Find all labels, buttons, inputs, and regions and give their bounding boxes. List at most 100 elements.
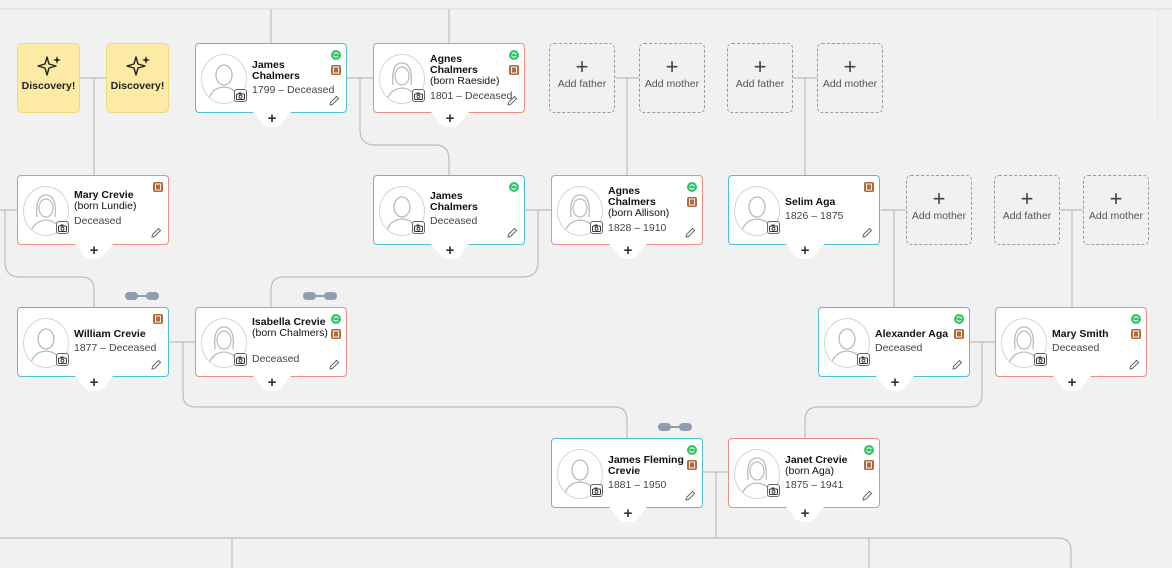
add-relative-button[interactable]: + [1053,374,1091,392]
camera-icon[interactable] [590,221,603,234]
camera-icon[interactable] [767,221,780,234]
person-card-mary-crevie[interactable]: Mary Crevie(born Lundie) Deceased + [17,175,169,259]
camera-icon[interactable] [857,353,870,366]
add-relative-button[interactable]: + [253,374,291,392]
pencil-icon[interactable] [861,490,873,502]
plus-icon: + [1067,374,1077,391]
add-relative-button[interactable]: + [609,505,647,523]
source-hint-icon[interactable] [687,197,697,207]
pencil-icon[interactable] [150,359,162,371]
source-hint-icon[interactable] [509,65,519,75]
add-relative-button[interactable]: + [75,242,113,260]
person-card-agnes-chalmers-1828[interactable]: Agnes Chalmers(born Allison) 1828 – 1910… [551,175,703,259]
source-hint-icon[interactable] [687,460,697,470]
record-hint-icon[interactable] [687,445,697,455]
camera-icon[interactable] [234,353,247,366]
add-relative-button[interactable]: + [786,506,824,523]
pencil-icon[interactable] [506,95,518,107]
person-name: Mary Crevie(born Lundie) [74,189,137,212]
person-name: Mary Smith [1052,328,1109,340]
person-card-james-chalmers-1799[interactable]: James Chalmers 1799 – Deceased + [195,43,347,127]
pencil-icon[interactable] [328,95,340,107]
camera-icon[interactable] [234,89,247,102]
plus-icon: + [445,110,455,127]
source-hint-icon[interactable] [864,460,874,470]
plus-icon: + [267,374,277,391]
source-hint-icon[interactable] [954,329,964,339]
pencil-icon[interactable] [951,359,963,371]
camera-icon[interactable] [412,221,425,234]
record-hint-icon[interactable] [331,50,341,60]
pencil-icon[interactable] [150,227,162,239]
source-hint-icon[interactable] [864,182,874,192]
person-card-janet-crevie[interactable]: Janet Crevie(born Aga) 1875 – 1941 + [728,438,880,522]
source-hint-icon[interactable] [331,329,341,339]
discovery-card[interactable]: Discovery! [17,43,80,113]
person-card-selim-aga[interactable]: Selim Aga 1826 – 1875 + [728,175,880,259]
record-hint-icon[interactable] [864,445,874,455]
camera-icon[interactable] [767,484,780,497]
plus-icon: + [1109,186,1123,211]
person-card-james-fleming-crevie[interactable]: James Fleming Crevie 1881 – 1950 + [551,438,703,522]
pencil-icon[interactable] [1128,359,1140,371]
plus-icon: + [267,110,277,127]
person-card-james-chalmers[interactable]: James Chalmers Deceased + [373,175,525,259]
camera-icon[interactable] [590,484,603,497]
source-hint-icon[interactable] [153,182,163,192]
plus-icon: + [89,242,99,259]
source-hint-icon[interactable] [1131,329,1141,339]
camera-icon[interactable] [1034,353,1047,366]
link-icon [658,423,692,431]
record-hint-icon[interactable] [509,182,519,192]
person-dates: 1826 – 1875 [785,210,844,222]
person-card-agnes-chalmers-1801[interactable]: Agnes Chalmers(born Raeside) 1801 – Dece… [373,43,525,127]
person-card-isabella-crevie[interactable]: Isabella Crevie(born Chalmers) Deceased … [195,307,347,391]
add-father-button[interactable]: + Add father [727,43,793,113]
pencil-icon[interactable] [684,490,696,502]
add-relative-button[interactable]: + [253,110,291,128]
record-hint-icon[interactable] [1131,314,1141,324]
pencil-icon[interactable] [684,227,696,239]
add-mother-label: Add mother [644,78,700,90]
person-name: Alexander Aga [875,328,949,340]
plus-icon: + [890,374,900,391]
add-relative-button[interactable]: + [609,242,647,260]
add-mother-button[interactable]: + Add mother [906,175,972,245]
add-mother-label: Add mother [1088,210,1144,222]
link-icon [303,292,337,300]
camera-icon[interactable] [56,353,69,366]
pencil-icon[interactable] [328,359,340,371]
record-hint-icon[interactable] [331,314,341,324]
person-name: James Chalmers [252,59,300,82]
camera-icon[interactable] [56,221,69,234]
record-hint-icon[interactable] [687,182,697,192]
pencil-icon[interactable] [506,227,518,239]
add-mother-label: Add mother [911,210,967,222]
record-hint-icon[interactable] [509,50,519,60]
add-mother-button[interactable]: + Add mother [1083,175,1149,245]
source-hint-icon[interactable] [153,314,163,324]
add-relative-button[interactable]: + [431,110,469,128]
camera-icon[interactable] [412,89,425,102]
add-relative-button[interactable]: + [431,243,469,260]
add-relative-button[interactable]: + [75,375,113,392]
discovery-card[interactable]: Discovery! [106,43,169,113]
person-name: Selim Aga [785,196,836,208]
person-card-william-crevie[interactable]: William Crevie 1877 – Deceased + [17,307,169,391]
plus-icon: + [623,505,633,522]
person-card-alexander-aga[interactable]: Alexander Aga Deceased + [818,307,970,391]
source-hint-icon[interactable] [331,65,341,75]
add-father-label: Add father [557,78,607,90]
add-mother-button[interactable]: + Add mother [639,43,705,113]
person-card-mary-smith[interactable]: Mary Smith Deceased + [995,307,1147,391]
add-mother-button[interactable]: + Add mother [817,43,883,113]
plus-icon: + [753,54,767,79]
add-father-button[interactable]: + Add father [549,43,615,113]
plus-icon: + [623,242,633,259]
add-relative-button[interactable]: + [786,243,824,260]
add-father-button[interactable]: + Add father [994,175,1060,245]
add-relative-button[interactable]: + [876,374,914,392]
record-hint-icon[interactable] [954,314,964,324]
pencil-icon[interactable] [861,227,873,239]
